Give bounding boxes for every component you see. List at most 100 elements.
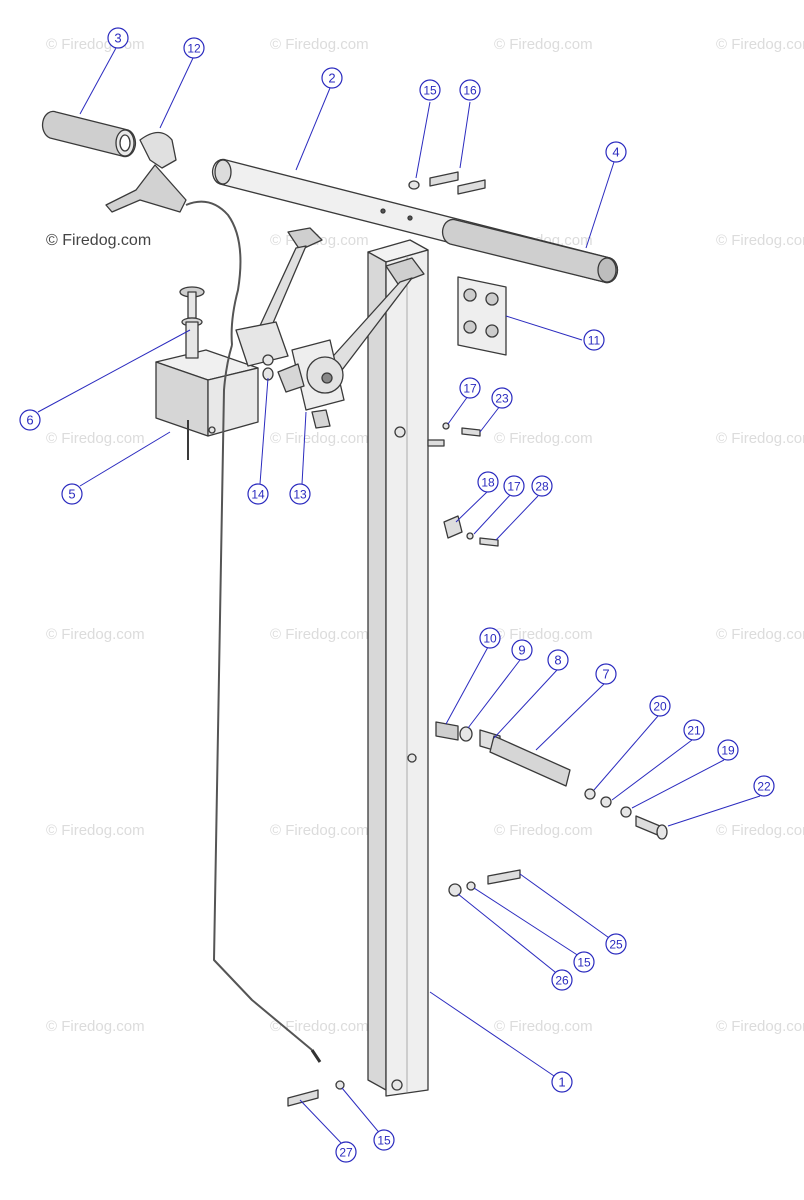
leader-lines: [37, 47, 761, 1147]
watermark-text: © Firedog.com: [46, 822, 145, 839]
watermark-text: © Firedog.com: [270, 36, 369, 53]
callout-label: 11: [588, 334, 601, 348]
callout-circle: [583, 329, 605, 351]
watermark-text: © Firedog.com: [494, 626, 593, 643]
callout-circle: [479, 627, 501, 649]
callout-label: 16: [463, 84, 477, 98]
callout-label: 28: [535, 480, 549, 494]
right-grip-part: [441, 218, 619, 284]
callout-c1: 1: [551, 1071, 573, 1093]
callout-circle: [419, 79, 441, 101]
screw-set-middle-part: [443, 515, 499, 547]
callout-label: 21: [687, 724, 701, 738]
callout-circle: [491, 387, 513, 409]
callout-circle: [605, 933, 627, 955]
callout-circle: [753, 775, 775, 797]
watermark-text: © Firedog.com: [270, 822, 369, 839]
callout-layer: 1234567891011121314151515161717181920212…: [19, 27, 775, 1163]
callout-c15a: 15: [419, 79, 441, 101]
callout-c10: 10: [479, 627, 501, 649]
watermark-text: © Firedog.com: [716, 822, 804, 839]
callout-c13: 13: [289, 483, 311, 505]
callout-c25: 25: [605, 933, 627, 955]
callout-circle: [107, 27, 129, 49]
callout-label: 18: [481, 476, 495, 490]
callout-c14: 14: [247, 483, 269, 505]
watermark-text: © Firedog.com: [716, 626, 804, 643]
callout-c15b: 15: [573, 951, 595, 973]
callout-label: 17: [507, 480, 521, 494]
throttle-knob-part: [179, 286, 205, 359]
watermark-text: © Firedog.com: [46, 430, 145, 447]
callout-c16: 16: [459, 79, 481, 101]
watermark-text: © Firedog.com: [494, 430, 593, 447]
callout-c26: 26: [551, 969, 573, 991]
callout-circle: [335, 1141, 357, 1163]
watermark-text: © Firedog.com: [716, 1018, 804, 1035]
callout-label: 9: [518, 643, 525, 658]
callout-circle: [605, 141, 627, 163]
watermark-text: © Firedog.com: [494, 36, 593, 53]
left-throttle-lever-part: [235, 227, 323, 367]
callout-c27: 27: [335, 1141, 357, 1163]
callout-c6: 6: [19, 409, 41, 431]
callout-c17b: 17: [503, 475, 525, 497]
callout-c20: 20: [649, 695, 671, 717]
callout-label: 15: [577, 956, 591, 970]
callout-circle: [503, 475, 525, 497]
watermark-text: © Firedog.com: [716, 36, 804, 53]
callout-c15c: 15: [373, 1129, 395, 1151]
callout-circle: [289, 483, 311, 505]
callout-c12: 12: [183, 37, 205, 59]
callout-c11: 11: [583, 329, 605, 351]
watermark-text: © Firedog.com: [46, 626, 145, 643]
callout-circle: [19, 409, 41, 431]
callout-c22: 22: [753, 775, 775, 797]
callout-label: 5: [68, 487, 75, 502]
callout-circle: [477, 471, 499, 493]
callout-label: 23: [495, 392, 509, 406]
callout-c21: 21: [683, 719, 705, 741]
watermark-text: © Firedog.com: [46, 1018, 145, 1035]
callout-c18: 18: [477, 471, 499, 493]
callout-circle: [61, 483, 83, 505]
bottom-pin-part: [287, 1080, 345, 1107]
callout-c23: 23: [491, 387, 513, 409]
callout-c17a: 17: [459, 377, 481, 399]
callout-label: 15: [423, 84, 437, 98]
control-box-part: [155, 349, 259, 460]
callout-label: 25: [609, 938, 623, 952]
callout-circle: [247, 483, 269, 505]
callout-circle: [573, 951, 595, 973]
callout-circle: [459, 377, 481, 399]
callout-c2: 2: [321, 67, 343, 89]
callout-label: 6: [26, 413, 33, 428]
callout-circle: [183, 37, 205, 59]
copyright-text: © Firedog.com: [46, 232, 152, 249]
watermark-text: © Firedog.com: [494, 1018, 593, 1035]
callout-label: 8: [554, 653, 561, 668]
watermark-text: © Firedog.com: [270, 430, 369, 447]
top-fasteners-part: [408, 171, 486, 195]
bolt-stack-part: [584, 788, 668, 840]
main-post-part: [367, 239, 429, 1097]
callout-label: 4: [612, 145, 619, 160]
callout-circle: [531, 475, 553, 497]
callout-label: 19: [721, 744, 735, 758]
callout-circle: [551, 969, 573, 991]
callout-circle: [683, 719, 705, 741]
callout-label: 10: [483, 632, 497, 646]
callout-c8: 8: [547, 649, 569, 671]
linkage-arm-part: [435, 721, 571, 787]
callout-circle: [321, 67, 343, 89]
callout-label: 15: [377, 1134, 391, 1148]
callout-c9: 9: [511, 639, 533, 661]
callout-c19: 19: [717, 739, 739, 761]
callout-c4: 4: [605, 141, 627, 163]
callout-label: 17: [463, 382, 477, 396]
watermark-text: © Firedog.com: [270, 626, 369, 643]
callout-c3: 3: [107, 27, 129, 49]
watermark-text: © Firedog.com: [716, 232, 804, 249]
